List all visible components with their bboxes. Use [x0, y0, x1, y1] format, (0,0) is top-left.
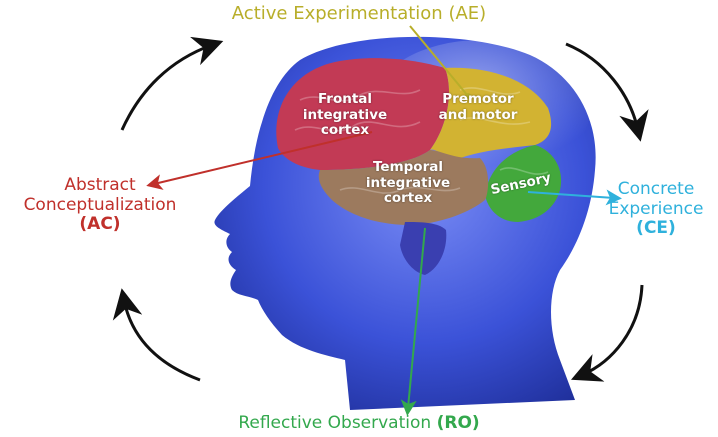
active-experimentation-label: Active Experimentation (AE): [0, 4, 718, 25]
temporal-line3: cortex: [358, 191, 458, 207]
ae-abbr: (AE): [448, 3, 486, 24]
frontal-line2: integrative: [300, 108, 390, 124]
cycle-arrow-top-left: [122, 45, 212, 130]
ac-line2: Conceptualization: [10, 196, 190, 216]
abstract-conceptualization-label: Abstract Conceptualization (AC): [10, 176, 190, 235]
frontal-line3: cortex: [300, 123, 390, 139]
ce-abbr: (CE): [596, 219, 716, 239]
cycle-arrow-bottom-right: [582, 285, 642, 375]
temporal-line1: Temporal: [358, 160, 458, 176]
frontal-cortex-label: Frontal integrative cortex: [300, 92, 390, 139]
cycle-arrow-bottom-left: [124, 300, 200, 380]
temporal-cortex-label: Temporal integrative cortex: [358, 160, 458, 207]
reflective-observation-label: Reflective Observation (RO): [0, 414, 718, 434]
ro-text: Reflective Observation: [238, 413, 431, 433]
frontal-line1: Frontal: [300, 92, 390, 108]
premotor-motor-label: Premotor and motor: [438, 92, 518, 123]
premotor-line2: and motor: [438, 108, 518, 124]
concrete-experience-label: Concrete Experience (CE): [596, 180, 716, 239]
premotor-line1: Premotor: [438, 92, 518, 108]
ae-text: Active Experimentation: [232, 3, 443, 24]
ro-abbr: (RO): [437, 413, 480, 433]
temporal-line2: integrative: [358, 176, 458, 192]
ac-line1: Abstract: [10, 176, 190, 196]
ac-abbr: (AC): [10, 215, 190, 235]
ce-line2: Experience: [596, 200, 716, 220]
ce-line1: Concrete: [596, 180, 716, 200]
